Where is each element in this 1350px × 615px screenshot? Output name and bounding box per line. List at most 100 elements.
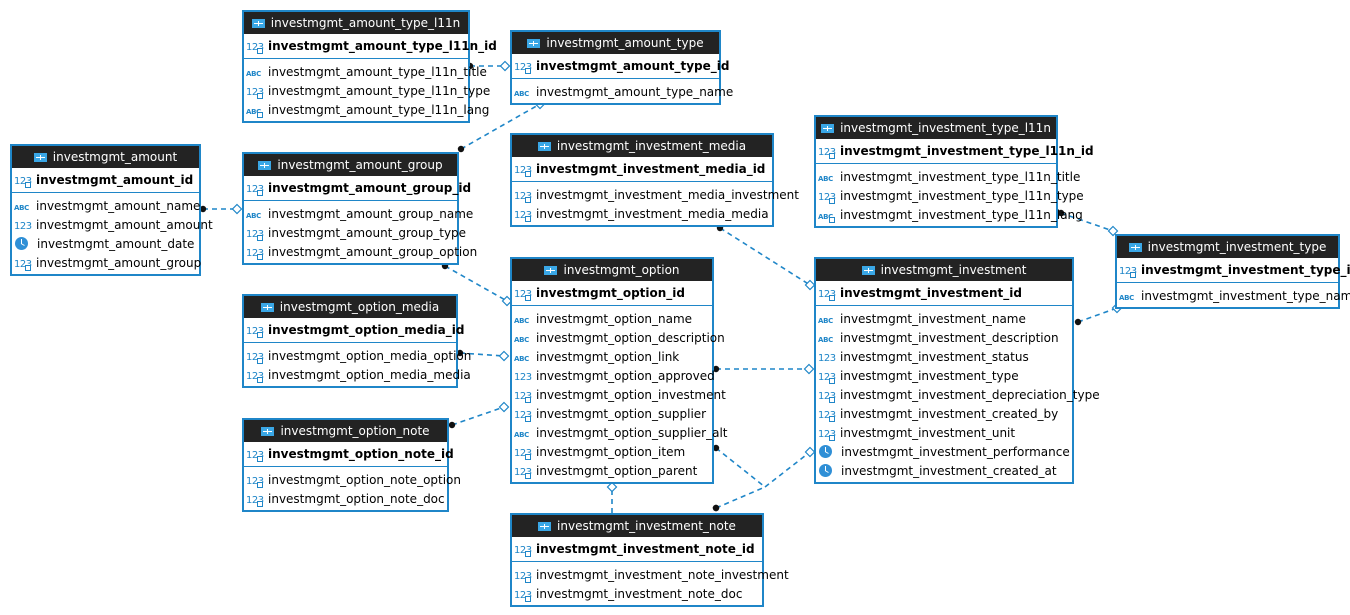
entity-header[interactable]: investmgmt_option_media xyxy=(244,296,456,318)
entity-header[interactable]: investmgmt_option xyxy=(512,259,712,281)
entity-header[interactable]: investmgmt_investment_type_l11n xyxy=(816,117,1056,139)
link-option-to-investment-note-part1[interactable] xyxy=(715,447,766,488)
link-option-to-investment-note-part2[interactable] xyxy=(764,451,811,488)
string-type-icon: ABC xyxy=(1119,294,1134,302)
entity-header[interactable]: investmgmt_amount_type_l11n xyxy=(244,12,468,34)
entity-title: investmgmt_option_note xyxy=(280,424,430,438)
column-row[interactable]: investmgmt_investment_performance xyxy=(816,442,1072,461)
entity-header[interactable]: investmgmt_option_note xyxy=(244,420,447,442)
entity-header[interactable]: investmgmt_amount xyxy=(12,146,199,168)
column-row[interactable]: investmgmt_amount_date xyxy=(12,234,199,253)
string-type-icon: ABC xyxy=(14,204,29,212)
column-name: investmgmt_investment_note_id xyxy=(536,541,755,556)
link-investment-to-investment-type[interactable] xyxy=(1077,307,1118,323)
entity-header[interactable]: investmgmt_investment xyxy=(816,259,1072,281)
entity-header[interactable]: investmgmt_amount_type xyxy=(512,32,719,54)
link-option-note-to-option[interactable] xyxy=(451,406,505,426)
entity-header[interactable]: investmgmt_amount_group xyxy=(244,154,457,176)
link-investment-note-to-investment-part[interactable] xyxy=(715,486,766,509)
column-name: investmgmt_investment_created_at xyxy=(841,463,1057,478)
column-row[interactable]: ABC investmgmt_amount_name xyxy=(12,196,201,215)
entity-header[interactable]: investmgmt_investment_type xyxy=(1117,236,1338,258)
link-investment-media-to-investment[interactable] xyxy=(719,227,811,286)
entity-header[interactable]: investmgmt_investment_note xyxy=(512,515,762,537)
entity-header[interactable]: investmgmt_investment_media xyxy=(512,135,772,157)
column-name: investmgmt_option_description xyxy=(536,330,725,345)
foreign-key-icon: 123 xyxy=(818,192,836,204)
column-row[interactable]: investmgmt_investment_created_at xyxy=(816,461,1072,480)
string-type-icon: ABC xyxy=(818,175,833,183)
column-name: investmgmt_option_link xyxy=(536,349,680,364)
column-name: investmgmt_amount_name xyxy=(36,198,201,213)
foreign-key-icon: 123 xyxy=(514,410,532,422)
pk-diamond-marker xyxy=(498,350,510,362)
table-icon xyxy=(260,302,274,312)
